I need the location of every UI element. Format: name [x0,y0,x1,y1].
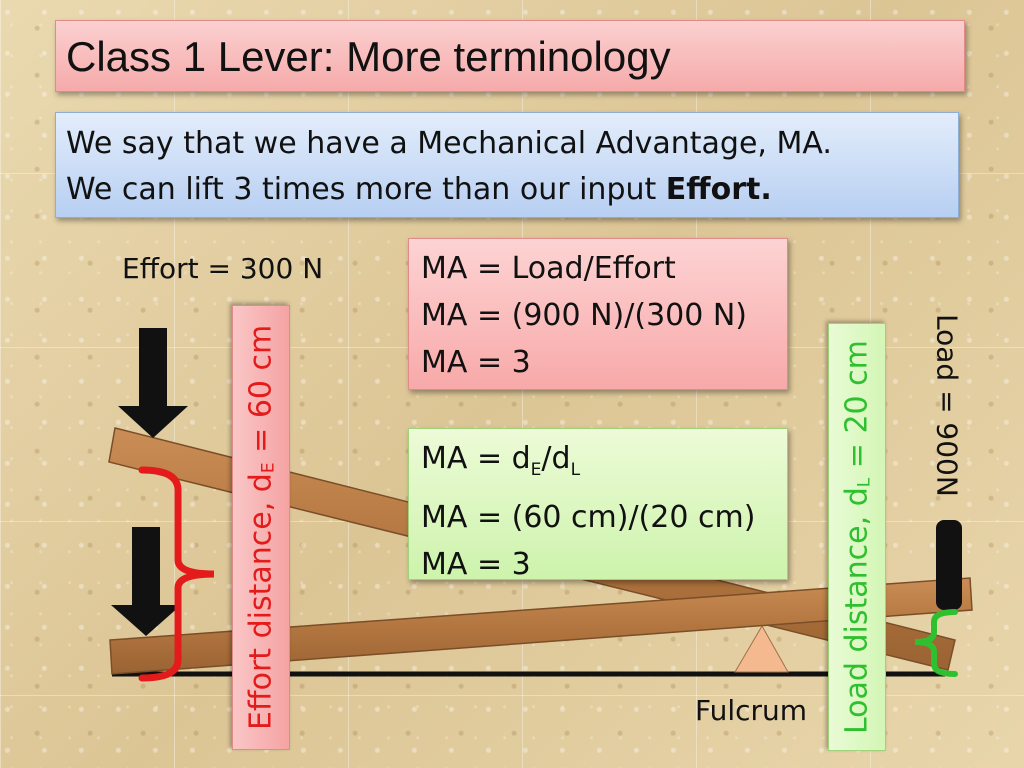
intro-text-box: We say that we have a Mechanical Advanta… [55,112,959,218]
intro-line-2: We can lift 3 times more than our input … [66,167,948,213]
ma-distance-line-3: MA = 3 [421,547,531,582]
ma-distance-formula-box: MA = dE/dL MA = (60 cm)/(20 cm) MA = 3 [408,428,788,582]
load-distance-sub: L [854,477,875,488]
ma-distance-sub-l: L [570,460,581,480]
load-distance-prefix: Load distance, d [839,487,875,734]
load-distance-label: Load distance, dL = 20 cm [840,340,875,734]
fulcrum-triangle [734,624,789,673]
effort-arrow-lower [111,527,181,636]
fulcrum-label: Fulcrum [695,694,808,727]
plank-lowered [109,577,973,675]
effort-distance-prefix: Effort distance, d [243,473,279,731]
ma-force-line-3: MA = 3 [421,345,531,380]
intro-line-2-text: We can lift 3 times more than our input [66,172,666,207]
ma-distance-sub-e: E [530,460,542,480]
load-distance-value: = 20 cm [839,340,875,478]
ma-distance-mid: /d [541,441,571,476]
ma-force-line-1: MA = Load/Effort [421,251,676,286]
effort-distance-label: Effort distance, dE = 60 cm [244,325,279,730]
ma-distance-prefix: MA = d [421,441,531,476]
load-distance-brace [914,609,958,677]
intro-effort-bold: Effort. [665,172,772,207]
effort-distance-brace [138,466,215,682]
load-force-label: Load = 900N [930,313,964,497]
intro-line-1: We say that we have a Mechanical Advanta… [66,126,832,161]
ma-force-formula-box: MA = Load/Effort MA = (900 N)/(300 N) MA… [408,238,788,390]
load-distance-label-box: Load distance, dL = 20 cm [828,323,886,751]
slide-title-box: Class 1 Lever: More terminology [55,20,965,92]
effort-arrow-upper [118,328,188,438]
ma-distance-line-2: MA = (60 cm)/(20 cm) [421,500,756,535]
slide-title: Class 1 Lever: More terminology [66,33,671,80]
effort-distance-value: = 60 cm [243,324,279,463]
ma-distance-line-1: MA = dE/dL [421,435,775,494]
effort-force-label: Effort = 300 N [122,252,324,285]
ma-force-line-2: MA = (900 N)/(300 N) [421,298,748,333]
effort-distance-sub: E [258,462,279,474]
load-weight-icon [936,520,962,610]
effort-distance-label-box: Effort distance, dE = 60 cm [232,305,290,750]
